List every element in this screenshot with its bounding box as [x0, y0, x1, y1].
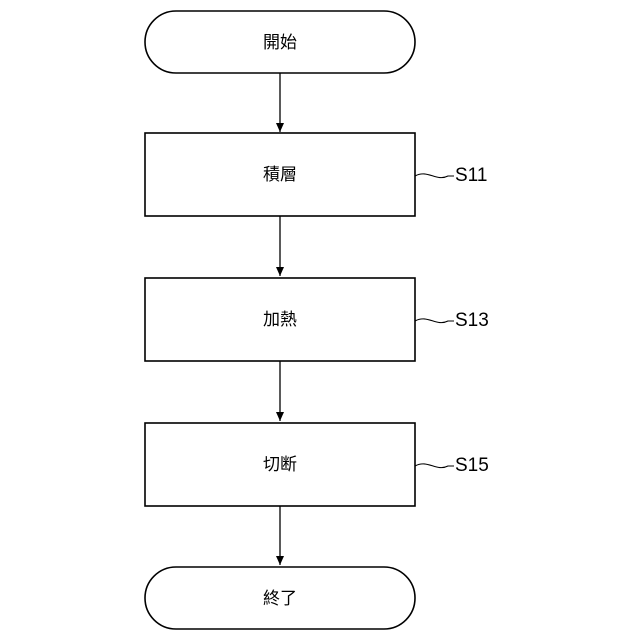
- process-label-s15: 切断: [263, 455, 297, 475]
- leader-line-s11: [415, 174, 454, 178]
- leader-line-s15: [415, 464, 454, 468]
- step-ref-s15: S15: [455, 455, 489, 476]
- process-label-s11: 積層: [263, 165, 297, 185]
- leader-line-s13: [415, 319, 454, 323]
- start-label: 開始: [263, 33, 297, 53]
- end-label: 終了: [263, 589, 297, 609]
- step-ref-s11: S11: [455, 165, 487, 186]
- process-label-s13: 加熱: [263, 310, 297, 330]
- step-ref-s13: S13: [455, 310, 489, 331]
